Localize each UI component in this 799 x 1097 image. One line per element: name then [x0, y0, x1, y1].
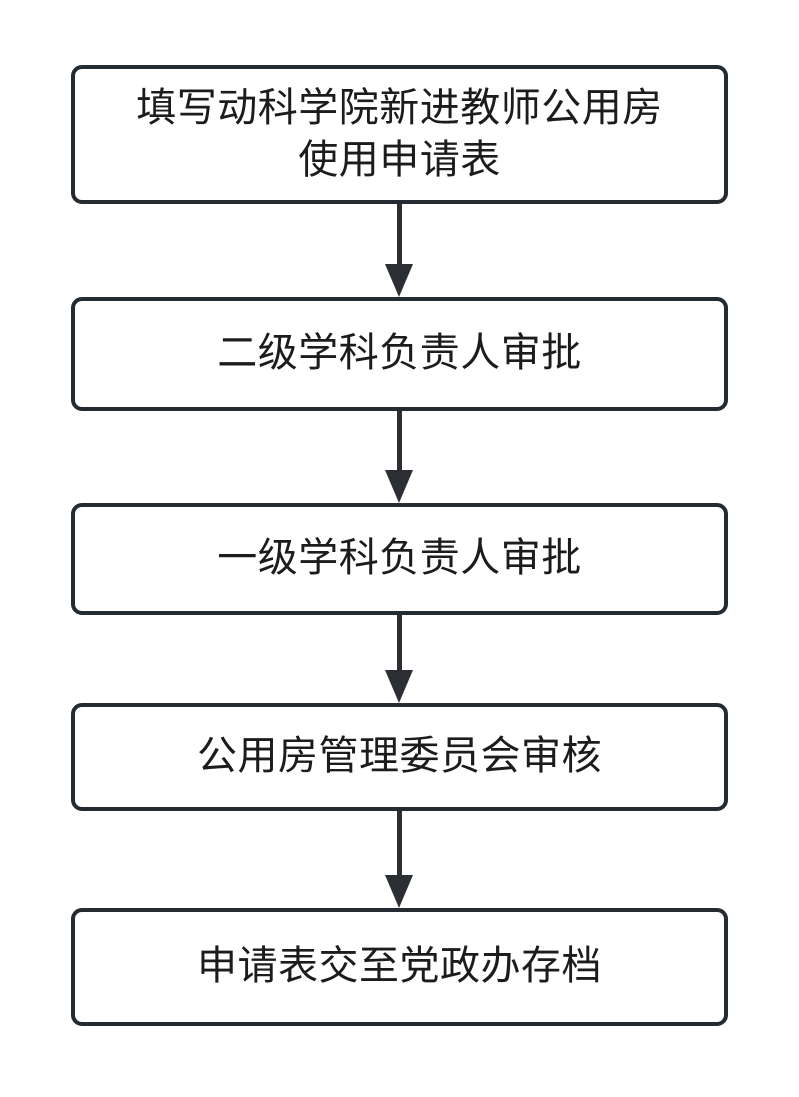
flow-node-label: 一级学科负责人审批 [217, 535, 582, 582]
flow-arrow-step-3-to-step-4 [385, 615, 414, 703]
flow-node-label: 二级学科负责人审批 [217, 330, 582, 377]
flow-node-step-4[interactable]: 公用房管理委员会审核 [71, 703, 728, 811]
flow-arrow-step-1-to-step-2 [385, 204, 414, 297]
flow-arrow-step-4-to-step-5 [385, 811, 414, 908]
arrow-shaft [397, 811, 402, 877]
arrow-head-down-icon [385, 470, 413, 503]
arrow-shaft [397, 411, 402, 472]
flow-arrow-step-2-to-step-3 [385, 411, 414, 503]
arrow-head-down-icon [385, 875, 413, 908]
flow-node-label: 填写动科学院新进教师公用房 使用申请表 [136, 85, 663, 183]
flow-node-step-1[interactable]: 填写动科学院新进教师公用房 使用申请表 [71, 65, 728, 204]
flow-node-label: 申请表交至党政办存档 [197, 943, 602, 990]
flow-node-label: 公用房管理委员会审核 [197, 733, 602, 780]
arrow-shaft [397, 615, 402, 672]
arrow-shaft [397, 204, 402, 266]
flow-node-step-2[interactable]: 二级学科负责人审批 [71, 297, 728, 411]
arrow-head-down-icon [385, 670, 413, 703]
flow-node-step-3[interactable]: 一级学科负责人审批 [71, 503, 728, 615]
flow-node-step-5[interactable]: 申请表交至党政办存档 [71, 908, 728, 1026]
arrow-head-down-icon [385, 264, 413, 297]
